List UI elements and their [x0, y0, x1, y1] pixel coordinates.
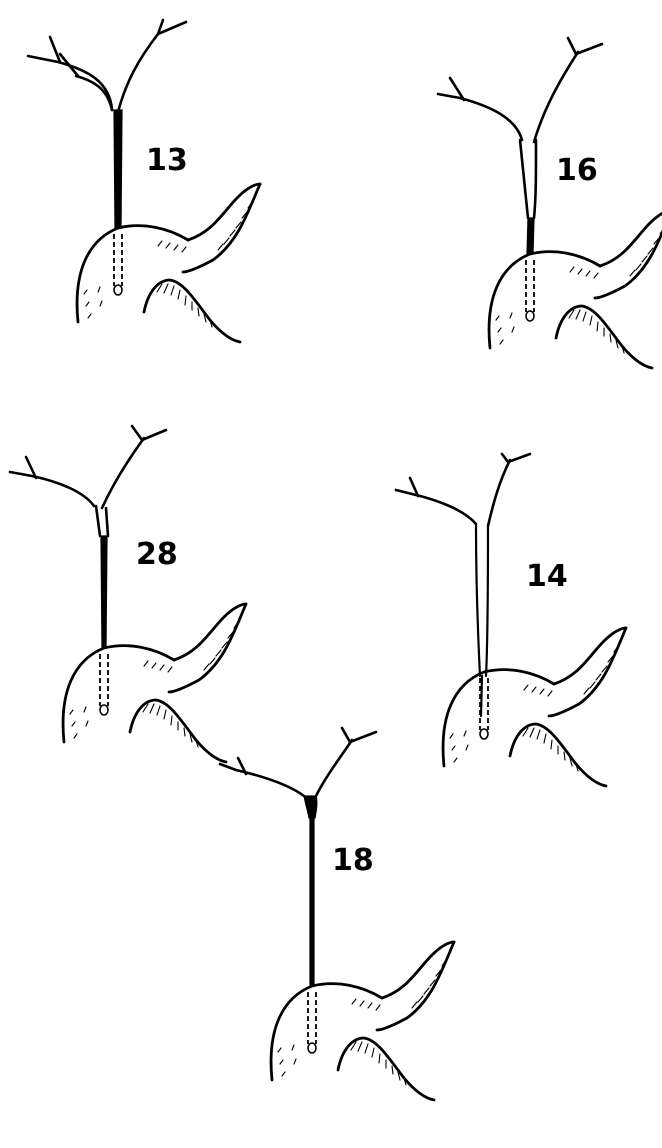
panel-label-16: 16 [556, 153, 598, 188]
panel-label-14: 14 [526, 559, 568, 594]
panel-label-13: 13 [146, 143, 188, 178]
panel-18 [220, 728, 454, 1100]
panel-label-18: 18 [332, 843, 374, 878]
panel-13 [28, 20, 260, 342]
panel-14 [396, 454, 626, 786]
panel-28 [10, 426, 246, 762]
panel-16 [438, 38, 662, 368]
panel-label-28: 28 [136, 537, 178, 572]
